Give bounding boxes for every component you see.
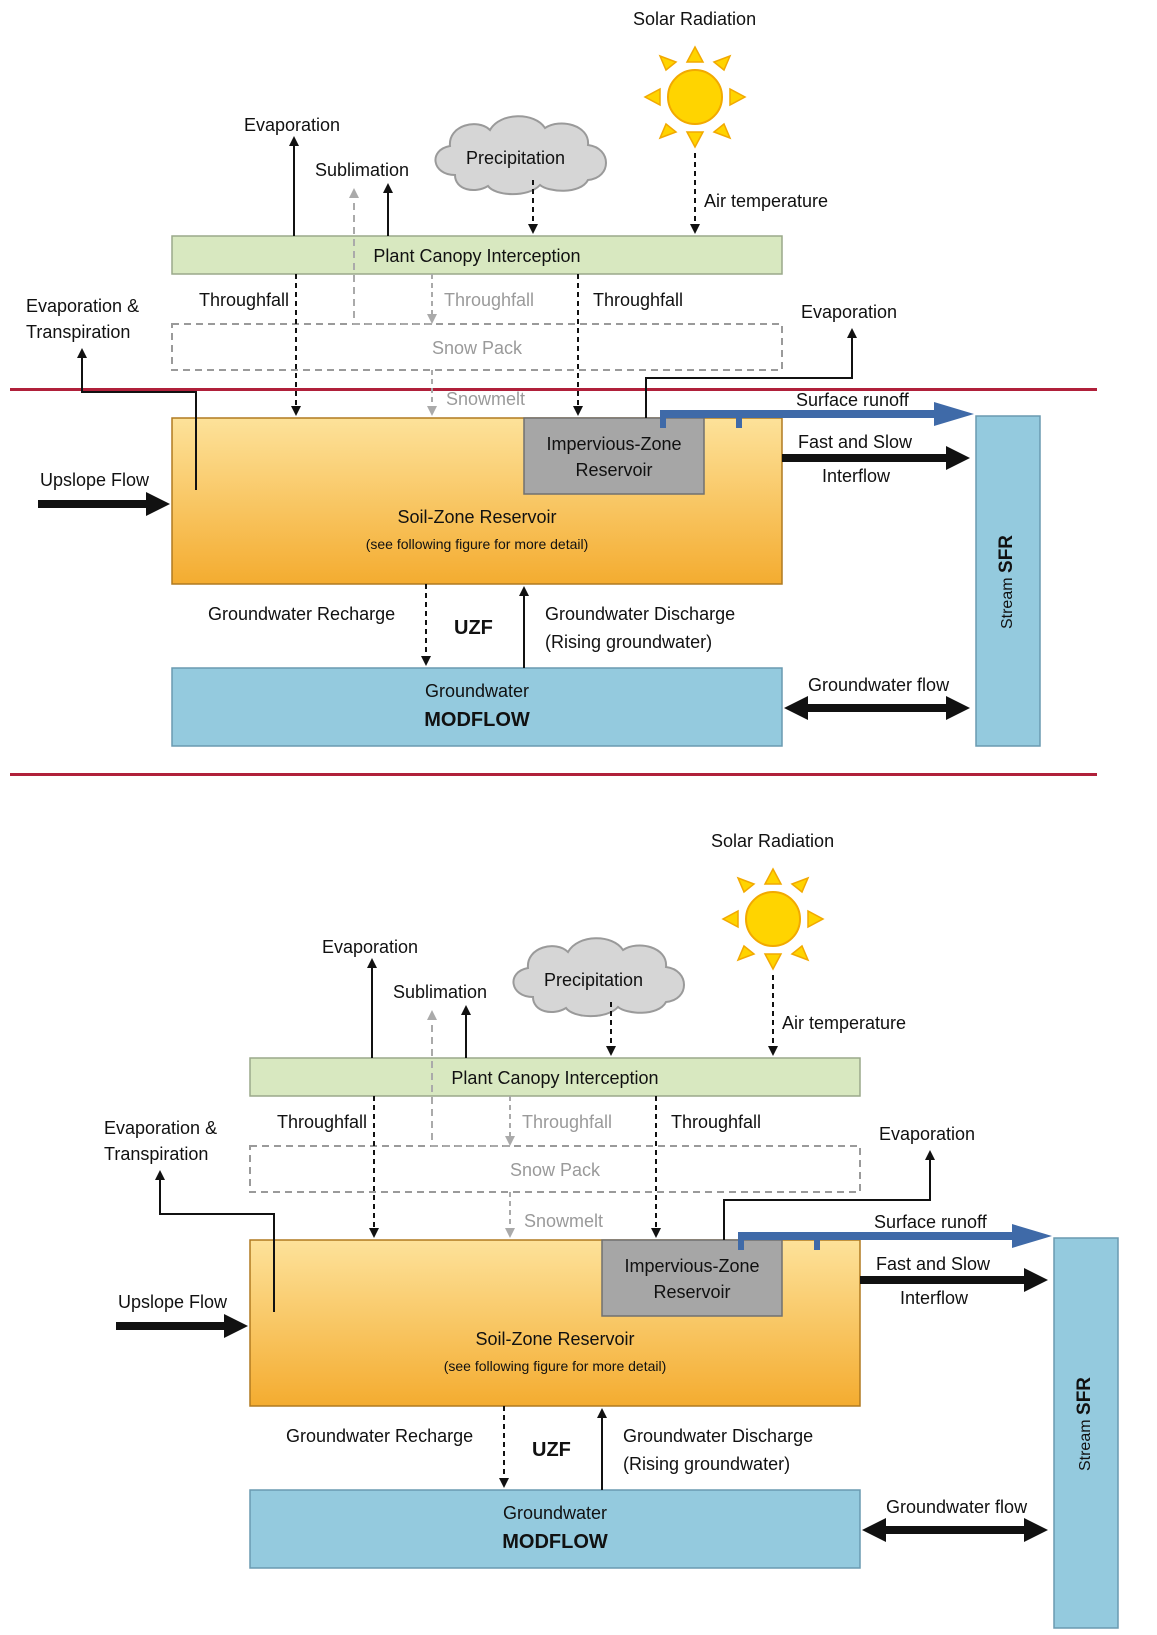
snow-pack-box <box>249 1145 861 1193</box>
evaporation-right-label: Evaporation <box>879 1124 976 1144</box>
gw-flow-label: Groundwater flow <box>886 1497 1028 1517</box>
evap-transpiration-label-2: Transpiration <box>104 1144 209 1164</box>
impervious-label-1: Impervious-Zone <box>624 1256 760 1276</box>
stream-box <box>975 415 1041 747</box>
fast-slow-label-1: Fast and Slow <box>798 432 913 452</box>
soil-zone-note: (see following figure for more detail) <box>365 536 589 552</box>
interflow-arrow <box>782 446 970 470</box>
surface-runoff-label: Surface runoff <box>796 390 909 410</box>
throughfall-mid-label: Throughfall <box>444 290 535 310</box>
throughfall-right-label: Throughfall <box>593 290 684 310</box>
gw-discharge-label-1: Groundwater Discharge <box>623 1426 814 1446</box>
separator-line-bottom <box>10 773 1097 776</box>
soil-zone-note: (see following figure for more detail) <box>443 1358 667 1374</box>
fast-slow-label-2: Interflow <box>822 466 891 486</box>
canopy-label: Plant Canopy Interception <box>451 1068 659 1088</box>
gw-discharge-label-2: (Rising groundwater) <box>545 632 713 652</box>
evaporation-top-label: Evaporation <box>244 115 341 135</box>
evaporation-right-arrow <box>723 1150 935 1240</box>
cloud-icon <box>434 115 607 196</box>
solar-radiation-label: Solar Radiation <box>633 9 757 29</box>
throughfall-left-label: Throughfall <box>277 1112 368 1132</box>
gw-discharge-label-1: Groundwater Discharge <box>545 604 736 624</box>
soil-zone-label: Soil-Zone Reservoir <box>475 1329 635 1349</box>
gw-recharge-label: Groundwater Recharge <box>208 604 396 624</box>
gw-discharge-label-2: (Rising groundwater) <box>623 1454 791 1474</box>
fast-slow-label-2: Interflow <box>900 1288 969 1308</box>
soil-zone-label: Soil-Zone Reservoir <box>397 507 557 527</box>
impervious-box <box>601 1239 783 1317</box>
air-temperature-label: Air temperature <box>782 1013 907 1033</box>
stream-sfr-label: Stream SFR <box>1074 1364 1098 1484</box>
stream-sfr: SFR <box>1074 1376 1095 1415</box>
sublimation-snow-arrow <box>427 1010 510 1147</box>
cloud-icon <box>512 937 685 1018</box>
diagram-graphics <box>38 45 1041 747</box>
uzf-label: UZF <box>454 617 493 639</box>
snow-pack-label: Snow Pack <box>509 1160 601 1180</box>
evap-transpiration-arrow <box>77 348 197 490</box>
upslope-flow-arrow <box>116 1314 248 1338</box>
stream-prefix: Stream <box>1077 1419 1094 1472</box>
canopy-box <box>249 1057 861 1097</box>
evap-transpiration-label-2: Transpiration <box>26 322 131 342</box>
sun-icon <box>643 45 747 149</box>
snowmelt-label: Snowmelt <box>446 389 526 409</box>
evap-transpiration-label-1: Evaporation & <box>104 1118 218 1138</box>
uzf-label: UZF <box>532 1439 571 1461</box>
canopy-box <box>171 235 783 275</box>
sublimation-label: Sublimation <box>315 160 410 180</box>
air-temperature-label: Air temperature <box>704 191 829 211</box>
fast-slow-label-1: Fast and Slow <box>876 1254 991 1274</box>
groundwater-label: Groundwater <box>424 681 530 701</box>
throughfall-left-label: Throughfall <box>199 290 290 310</box>
stream-box <box>1053 1237 1119 1629</box>
snow-pack-label: Snow Pack <box>431 338 523 358</box>
gw-recharge-label: Groundwater Recharge <box>286 1426 474 1446</box>
hydrology-diagram-1: Solar Radiation Evaporation Sublimation … <box>0 0 1157 800</box>
snowmelt-label: Snowmelt <box>524 1211 604 1231</box>
solar-radiation-label: Solar Radiation <box>711 831 835 851</box>
impervious-box <box>523 417 705 495</box>
groundwater-label: Groundwater <box>502 1503 608 1523</box>
impervious-label-1: Impervious-Zone <box>546 434 682 454</box>
separator-line-top <box>10 388 1097 391</box>
sun-icon <box>721 867 825 971</box>
surface-runoff-arrow <box>738 1224 1052 1250</box>
snow-pack-box <box>171 323 783 371</box>
diagram-2-labels: Solar Radiation Evaporation Sublimation … <box>78 822 1157 1635</box>
surface-runoff-label: Surface runoff <box>874 1212 987 1232</box>
evaporation-top-label: Evaporation <box>322 937 419 957</box>
throughfall-right-label: Throughfall <box>671 1112 762 1132</box>
modflow-label: MODFLOW <box>502 1531 608 1553</box>
groundwater-flow-arrow <box>862 1518 1048 1542</box>
evap-transpiration-arrow <box>155 1170 275 1312</box>
impervious-label-2: Reservoir <box>653 1282 731 1302</box>
upslope-flow-label: Upslope Flow <box>40 470 150 490</box>
groundwater-flow-arrow <box>784 696 970 720</box>
groundwater-box <box>171 667 783 747</box>
impervious-label-2: Reservoir <box>575 460 653 480</box>
interflow-arrow <box>860 1268 1048 1292</box>
throughfall-mid-label: Throughfall <box>522 1112 613 1132</box>
modflow-label: MODFLOW <box>424 709 530 731</box>
gw-flow-label: Groundwater flow <box>808 675 950 695</box>
evaporation-right-label: Evaporation <box>801 302 898 322</box>
canopy-label: Plant Canopy Interception <box>373 246 581 266</box>
sublimation-label: Sublimation <box>393 982 488 1002</box>
evap-transpiration-label-1: Evaporation & <box>26 296 140 316</box>
surface-runoff-arrow <box>660 402 974 428</box>
upslope-flow-label: Upslope Flow <box>118 1292 228 1312</box>
upslope-flow-arrow <box>38 492 170 516</box>
precipitation-label: Precipitation <box>544 970 644 990</box>
evaporation-right-arrow <box>645 328 857 418</box>
precipitation-label: Precipitation <box>466 148 566 168</box>
sublimation-snow-arrow <box>349 188 432 325</box>
groundwater-box <box>249 1489 861 1569</box>
